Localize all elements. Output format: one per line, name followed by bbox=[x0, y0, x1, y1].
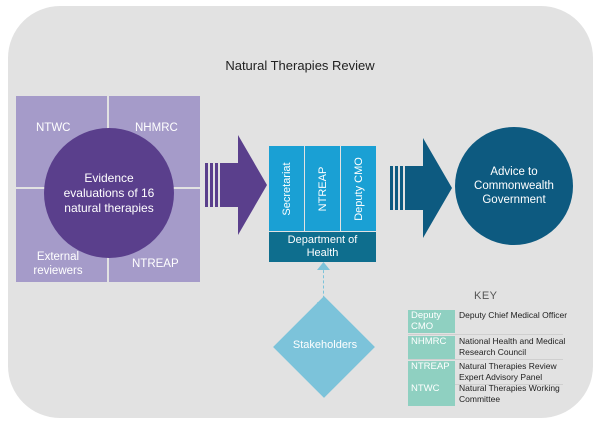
key-divider bbox=[408, 334, 563, 335]
advice-circle-label: Advice to Commonwealth Government bbox=[474, 166, 554, 206]
key-row-deputy-cmo: Deputy CMO Deputy Chief Medical Officer bbox=[408, 310, 567, 333]
key-desc-ntreap: Natural Therapies Review Expert Advisory… bbox=[459, 361, 557, 382]
quadrant-label-ntwc: NTWC bbox=[36, 122, 71, 134]
arrow-evidence-to-department bbox=[205, 135, 267, 235]
key-desc-nhmrc: National Health and Medical Research Cou… bbox=[459, 336, 566, 357]
column-secretariat-label: Secretariat bbox=[280, 161, 293, 216]
department-columns: Secretariat NTREAP Deputy CMO bbox=[269, 146, 376, 231]
key-title: KEY bbox=[474, 290, 498, 302]
evidence-circle-label: Evidence evaluations of 16 natural thera… bbox=[63, 170, 155, 215]
key-desc-deputy-cmo: Deputy Chief Medical Officer bbox=[459, 310, 568, 320]
department-of-health: Department of Health bbox=[269, 232, 376, 262]
quadrant-label-nhmrc: NHMRC bbox=[135, 122, 178, 134]
column-ntreap-label: NTREAP bbox=[316, 166, 329, 211]
key-abbr-ntreap: NTREAP bbox=[408, 361, 455, 384]
stakeholders-label: Stakeholders bbox=[292, 339, 358, 351]
diagram-title: Natural Therapies Review bbox=[225, 58, 375, 73]
quadrant-label-external-reviewers: External reviewers bbox=[33, 251, 83, 277]
department-of-health-label: Department of Health bbox=[287, 234, 358, 259]
stakeholder-connector bbox=[323, 265, 324, 309]
key-abbr-nhmrc: NHMRC bbox=[408, 336, 455, 359]
key-abbr-ntwc: NTWC bbox=[408, 383, 455, 406]
key-row-ntreap: NTREAP Natural Therapies Review Expert A… bbox=[408, 361, 563, 384]
key-divider bbox=[408, 384, 563, 385]
key-row-ntwc: NTWC Natural Therapies Working Committee bbox=[408, 383, 563, 406]
key-divider bbox=[408, 359, 563, 360]
column-deputy-cmo: Deputy CMO bbox=[341, 146, 376, 231]
key-row-nhmrc: NHMRC National Health and Medical Resear… bbox=[408, 336, 565, 359]
key-desc-ntwc: Natural Therapies Working Committee bbox=[459, 383, 560, 404]
key-abbr-deputy-cmo: Deputy CMO bbox=[408, 310, 455, 333]
arrow-department-to-advice bbox=[390, 138, 452, 238]
quadrant-label-ntreap: NTREAP bbox=[132, 258, 179, 270]
column-secretariat: Secretariat bbox=[269, 146, 304, 231]
evidence-circle: Evidence evaluations of 16 natural thera… bbox=[44, 128, 174, 258]
connector-arrowhead-up-icon bbox=[317, 262, 330, 270]
column-deputy-cmo-label: Deputy CMO bbox=[352, 156, 365, 221]
advice-circle: Advice to Commonwealth Government bbox=[455, 127, 573, 245]
column-ntreap: NTREAP bbox=[305, 146, 340, 231]
